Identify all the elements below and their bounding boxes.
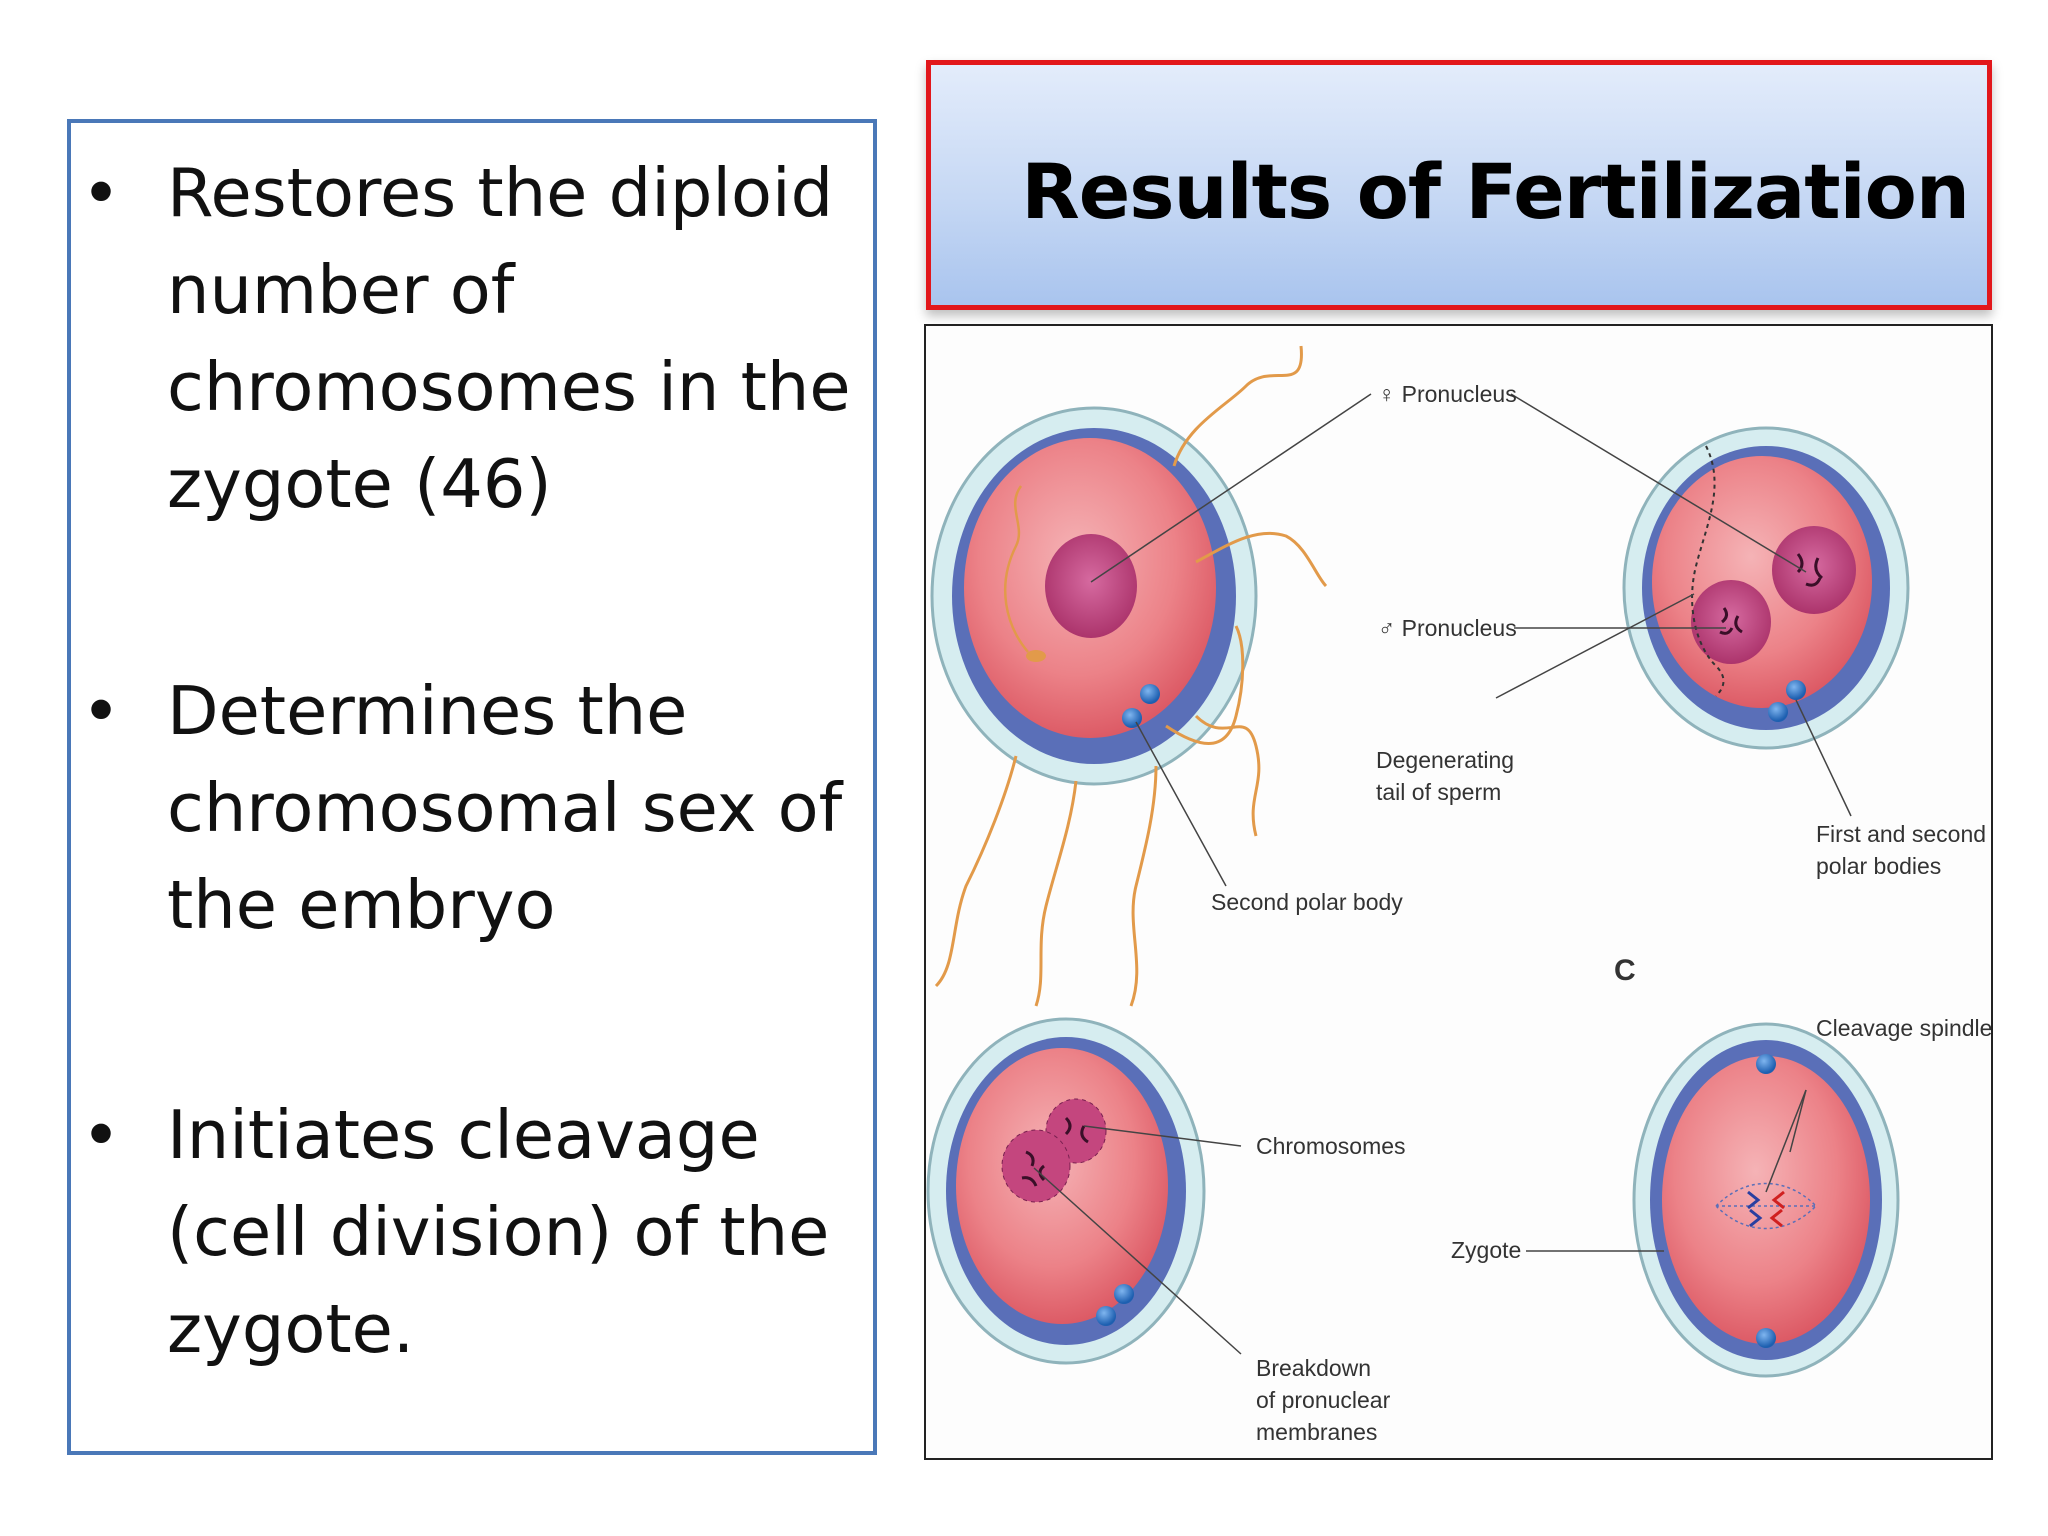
polar-body bbox=[1122, 708, 1142, 728]
bullet-item-diploid: • Restores the diploid number of chromos… bbox=[81, 145, 867, 533]
bullet-marker: • bbox=[81, 672, 121, 750]
pronucleus-breaking bbox=[1001, 1129, 1071, 1203]
sperm bbox=[1195, 531, 1328, 588]
bullet-text: Restores the diploid number of chromosom… bbox=[167, 154, 851, 523]
sperm bbox=[1165, 625, 1245, 745]
bullet-text: Initiates cleavage (cell division) of th… bbox=[167, 1096, 830, 1368]
bullet-marker: • bbox=[81, 1096, 121, 1174]
fertilization-diagram: ♀ Pronucleus ♂ Pronucleus Degenerating t… bbox=[924, 324, 1993, 1460]
sperm bbox=[934, 755, 1018, 988]
label-breakdown: of pronuclear bbox=[1256, 1387, 1391, 1413]
bullet-item-cleavage: • Initiates cleavage (cell division) of … bbox=[81, 1087, 867, 1378]
label-panel-c: C bbox=[1614, 954, 1636, 987]
polar-body bbox=[1096, 1306, 1116, 1326]
leader-lines bbox=[1033, 393, 1852, 1355]
polar-body bbox=[1114, 1284, 1134, 1304]
male-pronucleus bbox=[1691, 580, 1771, 664]
female-pronucleus bbox=[1045, 534, 1137, 638]
label-zygote: Zygote bbox=[1451, 1237, 1521, 1263]
polar-body bbox=[1756, 1328, 1776, 1348]
chromosomes-blue bbox=[1747, 1190, 1763, 1228]
bullet-text: Determines the chromosomal sex of the em… bbox=[167, 672, 843, 944]
label-breakdown: Breakdown bbox=[1256, 1355, 1371, 1381]
label-cleavage-spindle: Cleavage spindle bbox=[1816, 1015, 1992, 1041]
sperm bbox=[1034, 780, 1078, 1007]
bullet-marker: • bbox=[81, 154, 121, 232]
cell-membrane-breakdown bbox=[926, 1017, 1206, 1365]
sperm-head bbox=[1026, 650, 1046, 662]
sperm bbox=[1172, 345, 1303, 467]
cell-zygote-spindle bbox=[1632, 1022, 1900, 1378]
polar-body bbox=[1756, 1054, 1776, 1074]
bullet-item-sex: • Determines the chromosomal sex of the … bbox=[81, 663, 867, 954]
cytoplasm bbox=[1662, 1056, 1870, 1344]
cell-pronuclei bbox=[1622, 426, 1910, 750]
spindle-fibers bbox=[1715, 1182, 1817, 1230]
label-first-second-polar: First and second bbox=[1816, 821, 1986, 847]
label-degenerating: tail of sperm bbox=[1376, 779, 1501, 805]
bullet-list-box: • Restores the diploid number of chromos… bbox=[67, 119, 877, 1455]
label-chromosomes: Chromosomes bbox=[1256, 1133, 1406, 1159]
chromosomes-red bbox=[1769, 1190, 1785, 1228]
degenerating-tail bbox=[1691, 445, 1725, 697]
title-banner: Results of Fertilization bbox=[926, 60, 1992, 310]
chromatin bbox=[1719, 553, 1823, 635]
polar-body bbox=[1768, 702, 1788, 722]
label-first-second-polar: polar bodies bbox=[1816, 853, 1941, 879]
female-pronucleus bbox=[1772, 526, 1856, 614]
label-female-pronucleus: ♀ Pronucleus bbox=[1378, 381, 1517, 407]
label-degenerating: Degenerating bbox=[1376, 747, 1514, 773]
sperm bbox=[1129, 765, 1158, 1007]
slide-title: Results of Fertilization bbox=[1021, 147, 1970, 236]
polar-body bbox=[1140, 684, 1160, 704]
cell-sperm-penetration bbox=[930, 345, 1328, 1007]
sperm bbox=[1194, 714, 1261, 837]
label-breakdown: membranes bbox=[1256, 1419, 1377, 1445]
label-male-pronucleus: ♂ Pronucleus bbox=[1378, 615, 1517, 641]
chromosomes bbox=[1021, 1116, 1089, 1187]
diagram-labels: ♀ Pronucleus ♂ Pronucleus Degenerating t… bbox=[1211, 381, 1992, 1445]
polar-body bbox=[1786, 680, 1806, 700]
label-second-polar-body: Second polar body bbox=[1211, 889, 1403, 915]
diagram-svg: ♀ Pronucleus ♂ Pronucleus Degenerating t… bbox=[926, 345, 1992, 1445]
sperm-tail bbox=[1003, 485, 1029, 653]
